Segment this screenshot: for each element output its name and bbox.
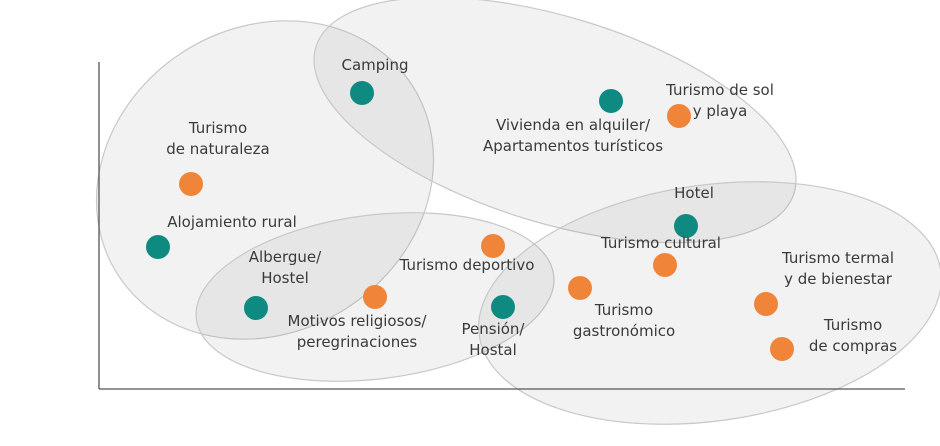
label-pension-hostal: Pensión/Hostal [462, 320, 526, 359]
label-turismo-cultural: Turismo cultural [600, 234, 721, 252]
label-camping: Camping [342, 56, 409, 74]
label-turismo-deportivo: Turismo deportivo [399, 256, 535, 274]
point-pension-hostal [491, 295, 515, 319]
point-hotel [674, 214, 698, 238]
point-turismo-de-naturaleza [179, 172, 203, 196]
label-motivos-religiosos-peregrinaciones: Motivos religiosos/peregrinaciones [288, 312, 428, 351]
cluster-nature-rural [95, 20, 435, 340]
point-turismo-de-compras [770, 337, 794, 361]
point-alojamiento-rural [146, 235, 170, 259]
chart-axes [98, 62, 905, 390]
point-vivienda-en-alquiler-apartamentos-turisticos [599, 89, 623, 113]
label-alojamiento-rural: Alojamiento rural [167, 213, 297, 231]
label-vivienda-en-alquiler-apartamentos-turisticos: Vivienda en alquiler/Apartamentos turíst… [483, 116, 663, 155]
label-hotel: Hotel [674, 184, 714, 202]
point-turismo-termal-y-de-bienestar [754, 292, 778, 316]
point-turismo-gastronomico [568, 276, 592, 300]
point-camping [350, 81, 374, 105]
point-turismo-deportivo [481, 234, 505, 258]
cluster-urban-beach [313, 0, 797, 244]
point-motivos-religiosos-peregrinaciones [363, 285, 387, 309]
label-albergue-hostel: Albergue/Hostel [249, 248, 322, 287]
point-turismo-cultural [653, 253, 677, 277]
cluster-city-wellness [478, 181, 940, 425]
point-albergue-hostel [244, 296, 268, 320]
data-points [146, 81, 794, 361]
point-turismo-de-sol-y-playa [667, 104, 691, 128]
